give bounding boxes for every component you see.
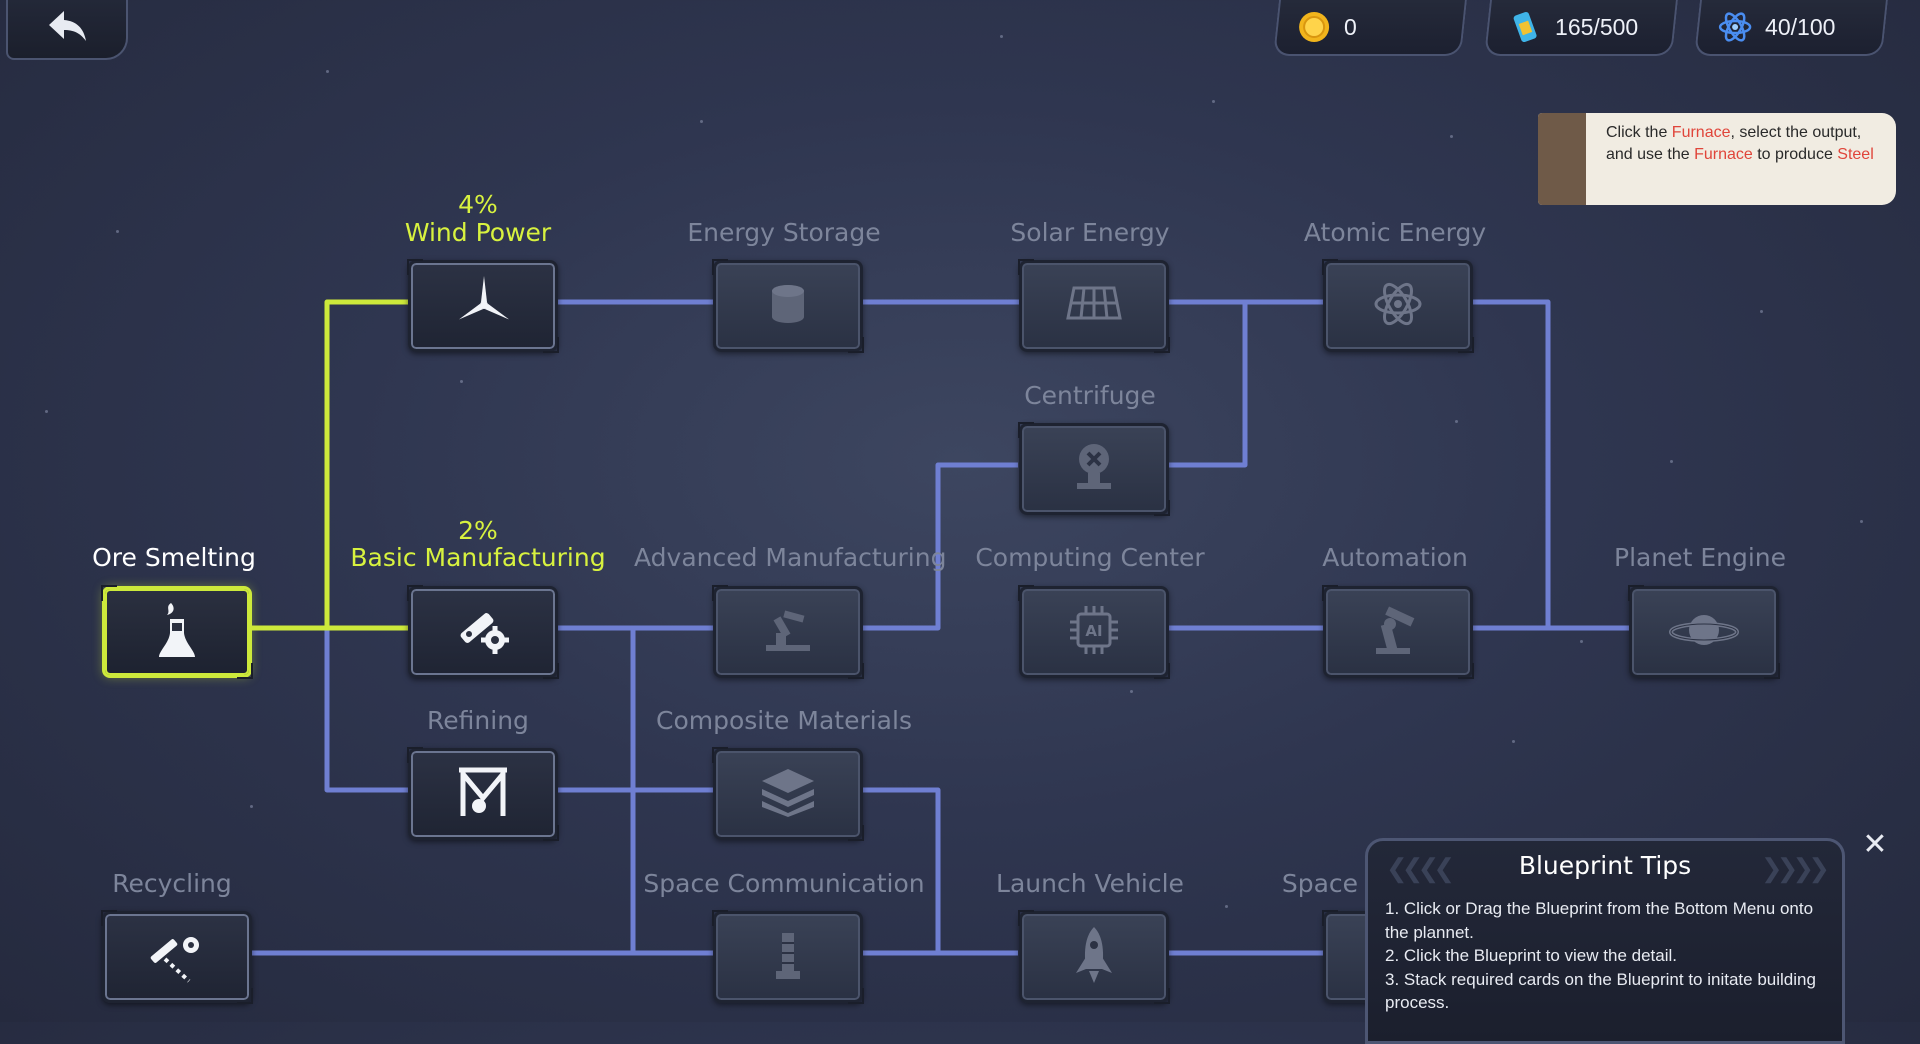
wind-power-progress: 4% [458, 190, 498, 219]
chevron-right-icon: ❯❯❯❯ [1760, 853, 1830, 883]
solar-energy-title: Solar Energy [1010, 218, 1170, 247]
battery-cell-icon [763, 279, 813, 334]
rocket-icon [1072, 925, 1116, 990]
planet-icon [1668, 606, 1740, 659]
node-atomic-energy[interactable] [1322, 259, 1474, 353]
node-launch-vehicle[interactable] [1018, 910, 1170, 1004]
furnace-icon [155, 599, 199, 666]
basic-manufacturing-progress: 2% [458, 516, 498, 545]
node-computing-center[interactable]: AI [1018, 585, 1170, 679]
planet-engine-title: Planet Engine [1614, 543, 1786, 572]
basic-manufacturing-title: Basic Manufacturing [350, 543, 606, 572]
node-advanced-manufacturing[interactable] [712, 585, 864, 679]
node-wind-power[interactable] [407, 259, 559, 353]
blueprint-tips-list: 1. Click or Drag the Blueprint from the … [1385, 897, 1835, 1015]
centrifuge-title: Centrifuge [1024, 381, 1156, 410]
automation-title: Automation [1322, 543, 1468, 572]
node-basic-manufacturing[interactable] [407, 585, 559, 679]
advanced-manufacturing-title: Advanced Manufacturing [634, 543, 947, 572]
tip-line: 2. Click the Blueprint to view the detai… [1385, 946, 1677, 965]
antenna-icon [768, 927, 808, 988]
energy-value: 165/500 [1555, 13, 1639, 40]
centrifuge-icon [1069, 439, 1119, 500]
gold-coin-icon [1296, 9, 1332, 45]
node-centrifuge[interactable] [1018, 422, 1170, 516]
back-button[interactable] [6, 0, 128, 60]
hint-text: Click the Furnace, select the output, an… [1606, 124, 1874, 163]
atom-value: 40/100 [1765, 13, 1836, 40]
atom-counter: 40/100 [1694, 0, 1888, 56]
node-automation[interactable] [1322, 585, 1474, 679]
node-refining[interactable] [407, 747, 559, 841]
gold-value: 0 [1344, 13, 1357, 40]
node-space-communication[interactable] [712, 910, 864, 1004]
gold-counter: 0 [1273, 0, 1467, 56]
hint-box: Click the Furnace, select the output, an… [1538, 113, 1896, 205]
composite-materials-title: Composite Materials [656, 706, 912, 735]
svg-text:AI: AI [1085, 622, 1102, 640]
node-planet-engine[interactable] [1628, 585, 1780, 679]
layers-icon [758, 767, 818, 822]
wind-turbine-icon [451, 272, 515, 341]
ore-smelting-title: Ore Smelting [92, 543, 256, 572]
tip-line: 1. Click or Drag the Blueprint from the … [1385, 899, 1814, 942]
hint-strip [1538, 113, 1586, 205]
node-energy-storage[interactable] [712, 259, 864, 353]
tools-gear-icon [451, 600, 515, 665]
close-icon[interactable]: ✕ [1862, 828, 1888, 861]
solar-panel-icon [1064, 282, 1124, 331]
refining-title: Refining [427, 706, 529, 735]
back-arrow-icon [46, 9, 88, 50]
chevron-left-icon: ❮❮❮❮ [1386, 853, 1455, 883]
node-recycling[interactable] [101, 910, 253, 1004]
ai-chip-icon: AI [1066, 602, 1122, 663]
refinery-icon [453, 764, 513, 825]
node-ore-smelting[interactable] [101, 585, 253, 679]
computing-center-title: Computing Center [975, 543, 1205, 572]
node-composite-materials[interactable] [712, 747, 864, 841]
recycling-tools-icon [145, 925, 209, 990]
blueprint-tips-panel: ❮❮❮❮ ❯❯❯❯ Blueprint Tips 1. Click or Dra… [1365, 838, 1845, 1044]
blueprint-tips-title: Blueprint Tips [1518, 851, 1692, 880]
space-communication-title: Space Communication [643, 869, 925, 898]
atomic-energy-title: Atomic Energy [1303, 218, 1487, 247]
atom-icon [1371, 277, 1425, 336]
recycling-title: Recycling [112, 869, 232, 898]
automation-arm-icon [1368, 602, 1428, 663]
energy-counter: 165/500 [1484, 0, 1678, 56]
atom-icon [1717, 9, 1753, 45]
energy-battery-icon [1507, 9, 1543, 45]
energy-storage-title: Energy Storage [687, 218, 881, 247]
node-solar-energy[interactable] [1018, 259, 1170, 353]
wind-power-title: Wind Power [404, 218, 552, 247]
robot-arm-icon [760, 605, 816, 660]
tip-line: 3. Stack required cards on the Blueprint… [1385, 969, 1816, 1013]
launch-vehicle-title: Launch Vehicle [996, 869, 1184, 898]
